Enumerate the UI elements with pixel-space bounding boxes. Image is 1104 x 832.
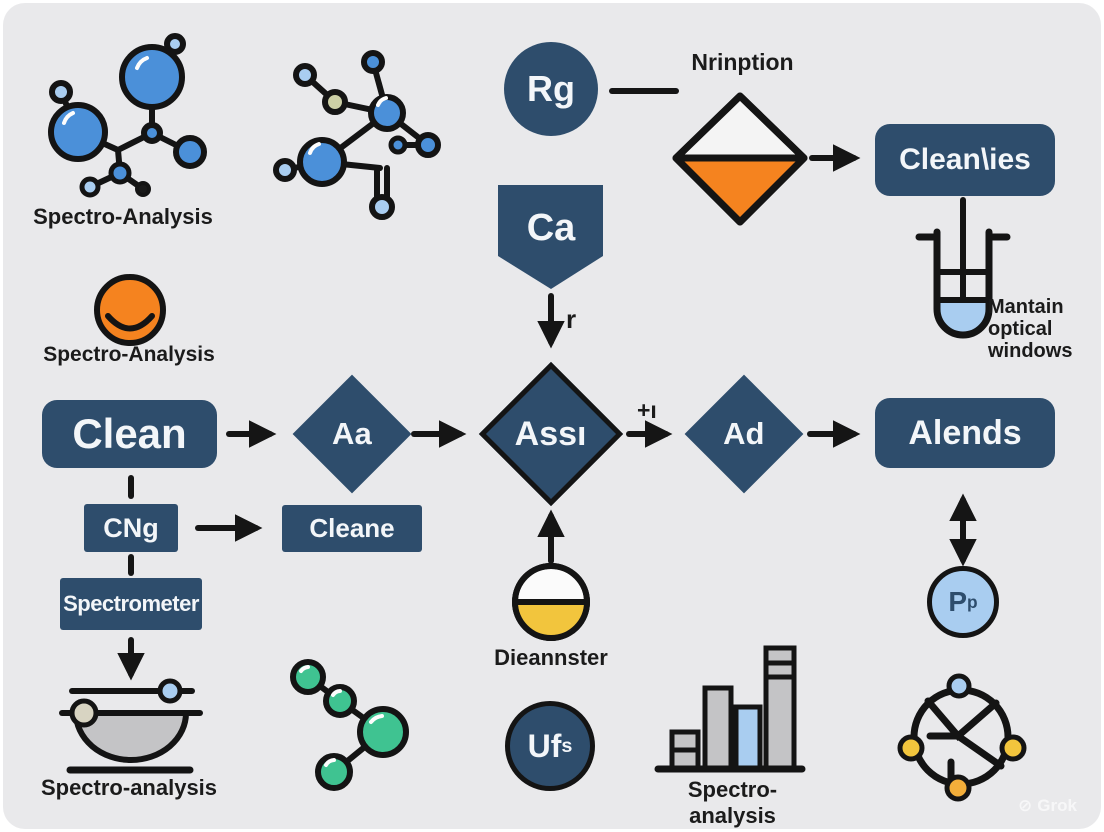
connectors: [117, 88, 977, 681]
spectrometer-label: Spectrometer: [63, 591, 199, 616]
cuvette-icon: [915, 197, 1011, 339]
orange-face-icon: [94, 274, 166, 346]
node-clean: Clean: [42, 400, 217, 468]
watermark-label: Grok: [1037, 796, 1077, 815]
node-cng: CNg: [84, 504, 178, 552]
watermark-icon: ⊘: [1018, 796, 1033, 815]
assi-label: Assı: [515, 414, 587, 453]
caption-dish: Spectro-analysis: [40, 775, 218, 800]
cng-label: CNg: [103, 512, 159, 543]
shield-node-ca: Ca: [498, 185, 603, 289]
molecule-icon-1: [48, 33, 207, 198]
caption-dieannster: Dieannster: [494, 645, 608, 670]
clean-label: Clean: [72, 410, 187, 457]
pp-sub-label: p: [967, 591, 978, 612]
ufs-label: Uf: [527, 727, 562, 764]
cleanlies-label: Clean\ies: [899, 143, 1031, 176]
caption-maintain-optical-windows: Mantain optical windows: [988, 296, 1073, 362]
node-alends: Alends: [875, 398, 1055, 468]
node-rg: Rg: [504, 42, 598, 136]
caption-orange-face: Spectro-Analysis: [43, 343, 215, 366]
half-filled-flask-icon: [512, 563, 590, 641]
watermark: ⊘ Grok: [1018, 796, 1077, 816]
alends-label: Alends: [908, 413, 1022, 452]
ufs-sub-label: s: [561, 734, 573, 757]
bar-chart-icon: [654, 645, 806, 773]
node-cleanlies: Clean\ies: [875, 124, 1055, 196]
edge-label-plus-i: +ı: [637, 397, 657, 423]
rg-label: Rg: [527, 68, 575, 109]
pp-label: P: [948, 586, 968, 617]
aa-label: Aa: [332, 415, 372, 451]
dish-icon: [59, 678, 203, 774]
network-icon: [897, 673, 1027, 802]
edge-label-r: r: [566, 304, 576, 334]
molecule-icon-2: [273, 50, 441, 220]
molecule-icon-green: [290, 659, 409, 791]
ad-label: Ad: [723, 415, 765, 451]
caption-bar-chart: Spectro-analysis: [687, 777, 778, 828]
node-spectrometer: Spectrometer: [60, 578, 202, 630]
cleane-label: Cleane: [309, 513, 395, 543]
caption-molecule1: Spectro-Analysis: [33, 204, 213, 229]
split-diamond-icon: [672, 92, 808, 226]
ca-label: Ca: [527, 207, 576, 249]
caption-nrinption: Nrinption: [691, 49, 794, 75]
node-cleane: Cleane: [282, 505, 422, 552]
